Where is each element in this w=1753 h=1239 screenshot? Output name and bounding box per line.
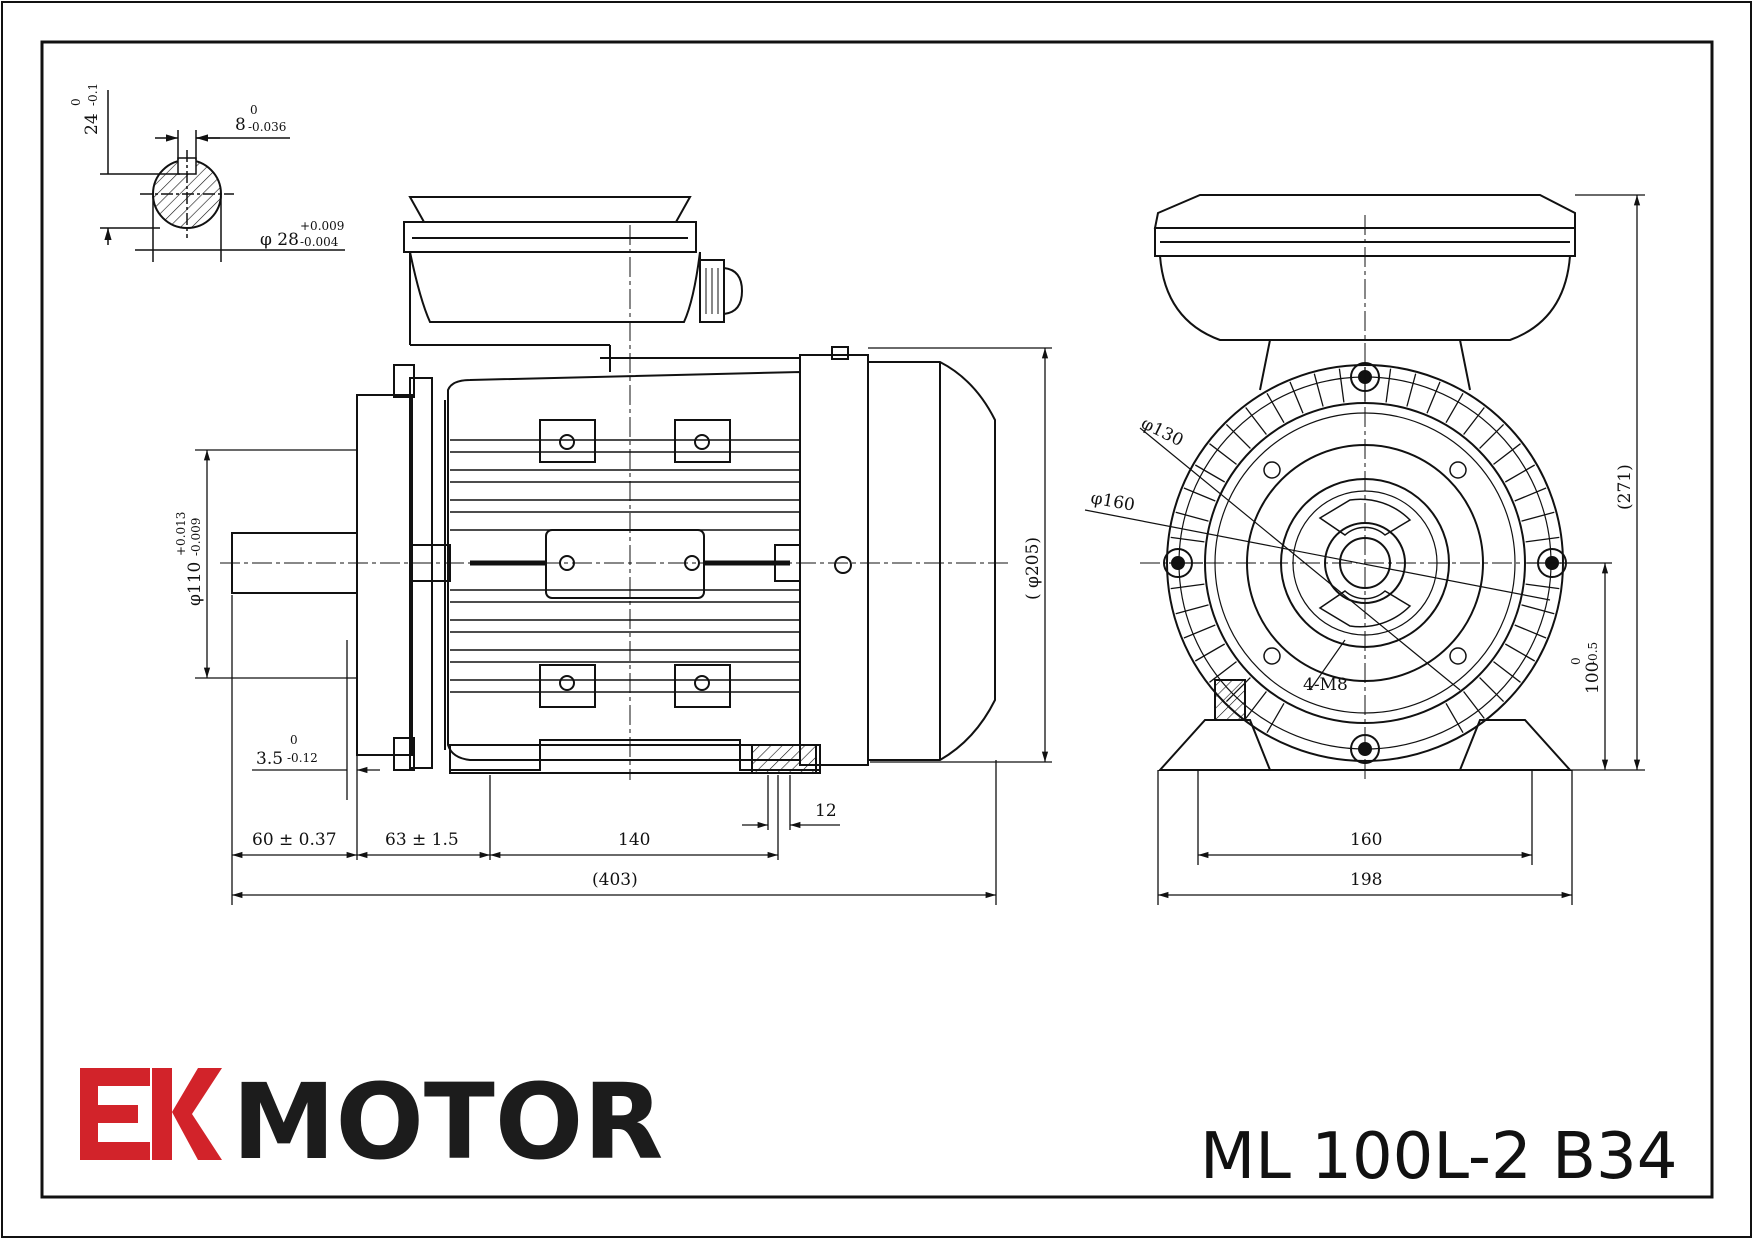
- overall-length-label: (403): [592, 870, 638, 890]
- key-width-tol-upper: 0: [250, 103, 258, 117]
- key-width-label: 8: [235, 115, 246, 135]
- fan-cover-diameter-label: ( φ205): [1023, 537, 1043, 600]
- end-fin: [1445, 392, 1464, 424]
- end-fin: [1183, 624, 1216, 639]
- end-fin: [1209, 443, 1237, 465]
- pcd-inner-label: φ130: [1138, 414, 1187, 451]
- end-fin: [1245, 407, 1267, 435]
- end-fin: [1463, 691, 1485, 719]
- end-fin: [1225, 423, 1251, 449]
- shaft-height-tol-upper: 0: [1569, 657, 1583, 665]
- end-fin: [1170, 583, 1205, 590]
- end-fin: [1245, 691, 1267, 719]
- end-fin: [1504, 464, 1536, 483]
- overall-width-label: 198: [1350, 870, 1382, 890]
- end-fin: [1266, 392, 1285, 424]
- end-fin: [1426, 381, 1441, 414]
- shaft-section-detail: [100, 90, 345, 262]
- shaft-diameter-label: φ 28: [260, 230, 299, 250]
- end-fin: [1479, 677, 1505, 703]
- end-fin: [1514, 487, 1547, 502]
- end-fin: [1521, 604, 1555, 615]
- key-height-tol-upper: 0: [69, 98, 83, 106]
- foot-hole-spacing-label: 140: [618, 830, 650, 850]
- shaft-diameter-tol-upper: +0.009: [300, 219, 344, 233]
- end-fin: [1209, 661, 1237, 683]
- brand-name: MOTOR: [232, 1061, 663, 1183]
- end-fin: [1463, 407, 1485, 435]
- foot-hole-label: 12: [815, 801, 837, 821]
- brand-logo: MOTOR: [80, 1061, 663, 1183]
- end-fin: [1175, 604, 1209, 615]
- inner-border: [40, 40, 1714, 1199]
- end-fin: [1521, 511, 1555, 522]
- end-fin: [1514, 624, 1547, 639]
- end-fin: [1183, 487, 1216, 502]
- end-fin: [1525, 583, 1560, 590]
- key-height-label: 24: [82, 113, 102, 135]
- pcd-outer-label: φ160: [1089, 488, 1136, 515]
- flange-diameter-label: φ110: [185, 562, 205, 606]
- end-fin: [1194, 464, 1226, 483]
- end-fin: [1170, 536, 1205, 543]
- end-fin: [1338, 368, 1345, 403]
- end-fin: [1504, 643, 1536, 662]
- end-fin: [1493, 661, 1521, 683]
- end-fin: [1445, 702, 1464, 734]
- shaft-diameter-tol-lower: -0.004: [300, 235, 339, 249]
- flange-spigot-tol-lower: -0.12: [287, 751, 318, 765]
- flange-spigot-tol-upper: 0: [290, 733, 298, 747]
- end-fin: [1479, 423, 1505, 449]
- key-width-tol-lower: -0.036: [248, 120, 286, 134]
- model-number: ML 100L-2 B34: [1200, 1120, 1677, 1194]
- flange-diameter-tol-upper: +0.013: [174, 512, 188, 556]
- motor-side-view: [220, 196, 1010, 780]
- shaft-length-label: 60 ± 0.37: [252, 830, 337, 850]
- end-view-fins: [1169, 367, 1561, 734]
- end-fin: [1385, 368, 1392, 403]
- end-fin: [1406, 373, 1417, 407]
- end-fin: [1525, 536, 1560, 543]
- foot-spacing-label: 160: [1350, 830, 1382, 850]
- ek-logo-mark: [80, 1068, 222, 1160]
- flange-to-foot-label: 63 ± 1.5: [385, 830, 459, 850]
- shaft-height-tol-lower: -0.5: [1586, 642, 1600, 665]
- end-fin: [1289, 381, 1304, 414]
- end-fin: [1493, 443, 1521, 465]
- key-height-tol-lower: -0.1: [86, 83, 100, 106]
- end-fin: [1194, 643, 1226, 662]
- end-fin: [1225, 677, 1251, 703]
- end-fin: [1175, 511, 1209, 522]
- overall-height-label: (271): [1615, 464, 1635, 510]
- flange-diameter-tol-lower: -0.009: [189, 518, 203, 556]
- thread-holes-label: 4-M8: [1303, 675, 1348, 695]
- shaft-height-label: 100: [1583, 662, 1603, 694]
- end-fin: [1266, 702, 1285, 734]
- end-fin: [1313, 373, 1324, 407]
- flange-spigot-label: 3.5: [256, 749, 283, 769]
